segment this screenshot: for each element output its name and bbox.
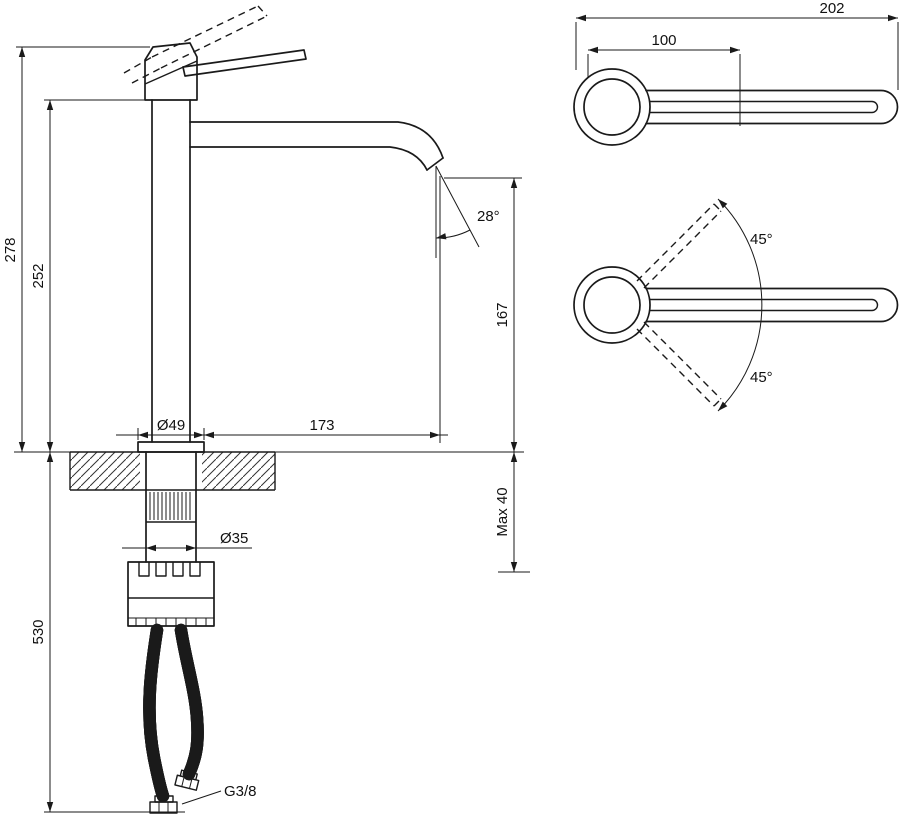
overall-length-label: 202: [819, 0, 844, 17]
under-counter-length-label: 530: [30, 619, 47, 644]
nut-knurling: [135, 618, 207, 626]
nut-castellations: [138, 562, 201, 577]
faucet-handle: [144, 42, 307, 101]
supply-hoses: G3/8: [149, 623, 257, 814]
plan-extension-lines: [575, 22, 899, 126]
connection-thread-label: G3/8: [224, 783, 257, 800]
handle-swing-down-label: 45°: [750, 369, 773, 386]
base-diameter-label: Ø49: [157, 417, 185, 434]
spout-reach-label: 173: [309, 417, 334, 434]
dimension-right-chain: 167 Max 40: [494, 178, 518, 572]
dimension-connection-thread: G3/8: [181, 783, 257, 805]
thread-ticks: [149, 492, 191, 520]
faucet-spout: [189, 121, 444, 171]
dimension-base-and-reach: Ø49 173: [116, 417, 448, 439]
dimension-overall-length: 202: [576, 0, 898, 22]
shank-diameter-label: Ø35: [220, 530, 248, 547]
extension-lines: [14, 46, 530, 813]
faucet-body: [137, 99, 205, 453]
max-counter-thickness-label: Max 40: [494, 487, 511, 536]
hose-fitting-side: [174, 769, 200, 791]
hose-fitting-bottom: [149, 795, 178, 814]
dimension-swing-arc: 45° 45°: [715, 196, 773, 414]
dimension-spout-angle: 28°: [435, 165, 500, 258]
dimension-shank-diameter: Ø35: [122, 530, 252, 552]
lever-dashed-up: [636, 203, 722, 289]
plan-view-swing: 45° 45°: [573, 196, 899, 414]
spout-angle-label: 28°: [477, 208, 500, 225]
handle-length-label: 100: [651, 32, 676, 49]
dimension-handle-length: 100: [588, 32, 740, 54]
outlet-height-label: 167: [494, 302, 511, 327]
dimension-left-chain: 252 530: [30, 100, 54, 812]
handle-swing-up-label: 45°: [750, 231, 773, 248]
lever-plan-swing: [645, 287, 899, 323]
height-to-spout-top-label: 252: [30, 263, 47, 288]
lever-plan: [645, 89, 899, 125]
side-view: 28°: [2, 5, 530, 814]
plan-view: 202 100: [573, 0, 899, 146]
lever-dashed-down: [636, 321, 722, 407]
dimension-overall-height: 278: [2, 47, 26, 452]
faucet-handle-open-dashed: [123, 5, 268, 84]
threaded-shank: [145, 451, 197, 563]
mounting-nut: [127, 561, 215, 627]
countertop: [69, 451, 276, 491]
overall-height-label: 278: [2, 237, 19, 262]
